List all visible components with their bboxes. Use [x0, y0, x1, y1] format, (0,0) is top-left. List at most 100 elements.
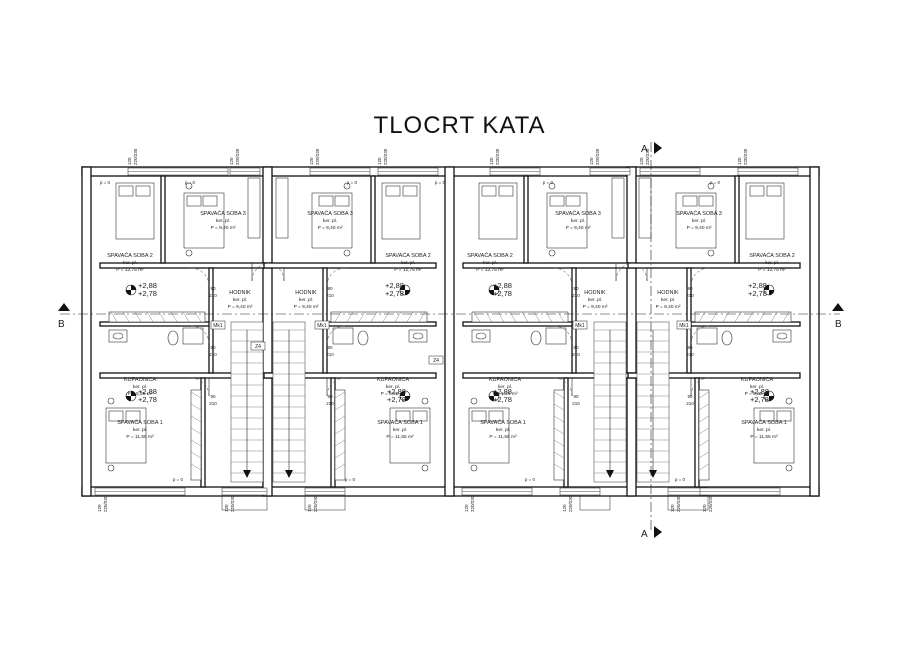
level-symbol-fill	[126, 396, 131, 401]
level-top: +2,88	[387, 387, 406, 396]
section-a-bottom-label: A	[641, 529, 648, 540]
door-width: 90	[327, 394, 333, 399]
pillow	[481, 185, 497, 197]
section-b-left-marker	[58, 303, 70, 311]
unit-3	[462, 175, 652, 488]
toilet	[721, 330, 733, 346]
room-floor-type: ker. pl.	[483, 260, 497, 266]
wardrobe-hatch	[194, 311, 202, 323]
room-floor-type: ker. pl.	[571, 218, 585, 224]
room-area: P = 5,25 m²	[493, 391, 518, 397]
level-symbol-fill	[489, 290, 494, 295]
section-b-left-label: B	[58, 319, 65, 330]
door-width: 90	[573, 286, 579, 291]
door-hall-swing	[553, 267, 573, 287]
wardrobe-hatch	[698, 427, 710, 435]
partition-bedrooms	[160, 175, 166, 264]
room-floor-type: ker. pl.	[323, 218, 337, 224]
sill-label: p = 0	[675, 477, 686, 482]
door-height: 210	[209, 401, 217, 406]
partition-stair	[694, 377, 700, 488]
level-symbol-fill	[494, 391, 499, 396]
room-name: SPAVAĆA SOBA 2	[749, 252, 795, 259]
wardrobe-hatch	[190, 463, 202, 471]
window-size-label: 120	[224, 504, 229, 512]
sill-label: p = 0	[543, 180, 554, 185]
level-symbol-fill	[405, 290, 410, 295]
room-area: P = 12,75 m²	[394, 267, 422, 273]
door-width: 80	[687, 345, 693, 350]
nightstand	[107, 397, 115, 405]
wardrobe-hatch	[406, 311, 414, 323]
window-size-label: 120	[377, 157, 382, 165]
pillow	[125, 410, 141, 422]
wardrobe-hatch	[698, 311, 706, 323]
room-name: SPAVAĆA SOBA 2	[467, 252, 513, 259]
room-area: P = 12,75 m²	[476, 267, 504, 273]
room-name: SPAVAĆA SOBA 2	[385, 252, 431, 259]
partition-bath	[99, 321, 213, 327]
window-size-label: 220/230	[470, 495, 475, 512]
stair-arrowhead	[243, 470, 251, 478]
nightstand	[707, 249, 715, 257]
wardrobe-hatch	[122, 311, 130, 323]
wardrobe-bed1	[334, 389, 346, 481]
window-size-label: 120	[489, 157, 494, 165]
wardrobe-hatch	[553, 463, 565, 471]
sill-label: p = 0	[185, 180, 196, 185]
stair-arrowhead	[285, 470, 293, 478]
wardrobe-hatch	[334, 463, 346, 471]
room-area: P = 11,55 m²	[126, 434, 154, 440]
mk1-label: Mk1	[679, 323, 689, 329]
window-size-label: 120	[309, 157, 314, 165]
toilet	[357, 330, 369, 346]
mk1-box	[572, 320, 588, 330]
wardrobe-hatch	[334, 391, 346, 399]
wardrobe-bed3	[275, 177, 289, 239]
unit-1	[99, 175, 289, 488]
level-label: +2,88+2,78	[748, 281, 767, 298]
wardrobe-hatch	[134, 311, 142, 323]
partition-hall	[571, 267, 577, 374]
z4-marker-0: Z4	[250, 341, 266, 351]
room-floor-type: ker. pl.	[133, 427, 147, 433]
room-floor-type: ker. pl.	[496, 427, 510, 433]
level-bottom: +2,78	[748, 289, 767, 298]
room-floor-type: ker. pl.	[133, 384, 147, 390]
room-floor-type: ker. pl.	[233, 297, 247, 303]
window-size-label: 120	[127, 157, 132, 165]
window-size-label: 220/230	[708, 495, 713, 512]
sill-label: p = 0	[345, 477, 356, 482]
pillow	[471, 410, 487, 422]
window-size-label: 220/230	[595, 148, 600, 165]
level-bottom: +2,78	[493, 289, 512, 298]
level-bottom: +2,78	[750, 395, 769, 404]
mk1-label: Mk1	[575, 323, 585, 329]
level-top: +2,88	[493, 281, 512, 290]
wardrobe-hatch	[370, 311, 378, 323]
washbasin-bowl	[112, 332, 124, 340]
window-size-label: 220/230	[315, 148, 320, 165]
wardrobe-bed3	[611, 177, 625, 239]
z4-label: Z4	[433, 358, 439, 364]
room-name: SPAVAĆA SOBA 2	[107, 252, 153, 259]
wardrobe-hatch	[710, 311, 718, 323]
wardrobe-hatch	[334, 311, 342, 323]
window-size-label: 120	[562, 504, 567, 512]
wardrobe-bed1	[698, 389, 710, 481]
room-floor-type: ker. pl.	[750, 384, 764, 390]
